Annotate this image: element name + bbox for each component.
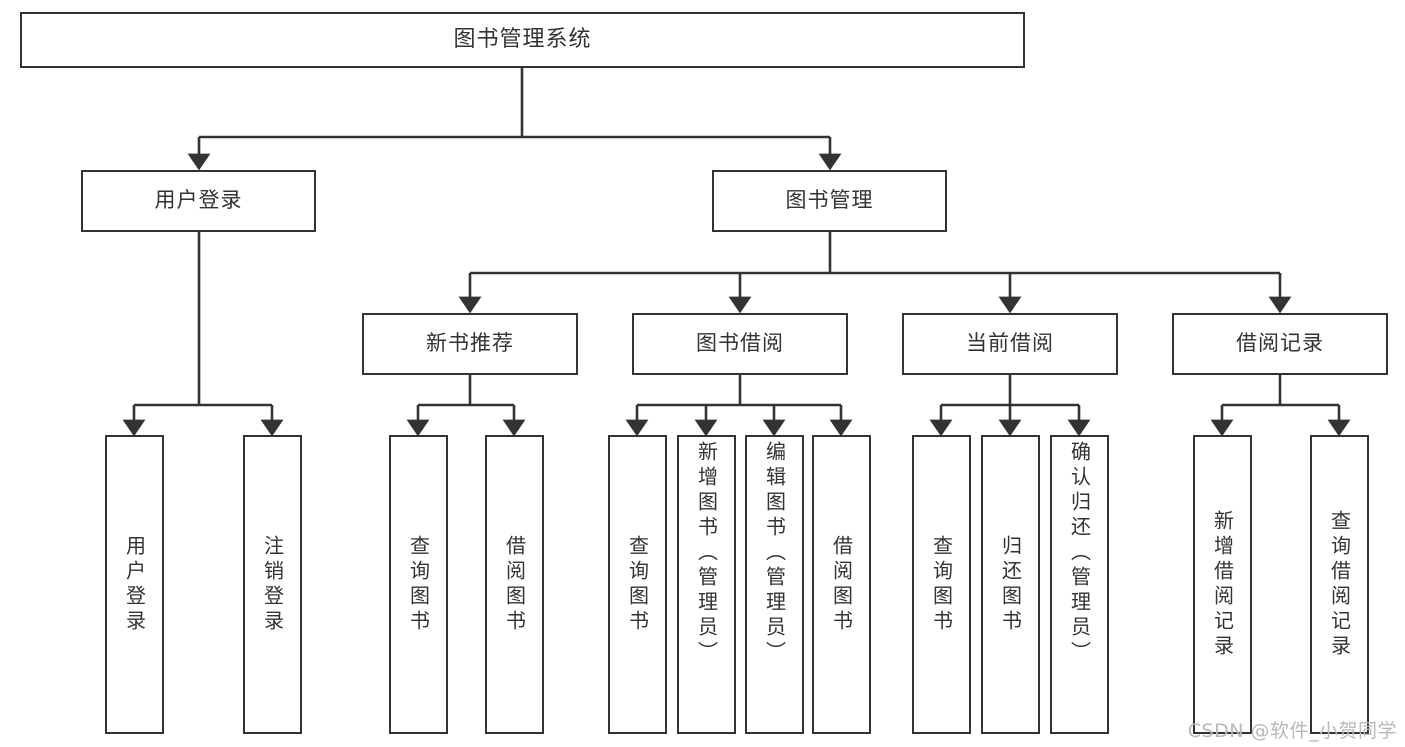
node-leaf-add-borrow-record[interactable]: 新增借阅记录 (1193, 435, 1252, 734)
node-leaf-borrow-book-newbook[interactable]: 借阅图书 (485, 435, 544, 734)
node-label: 用户登录 (122, 534, 147, 635)
node-leaf-logout[interactable]: 注销登录 (243, 435, 302, 734)
node-book-borrowing[interactable]: 图书借阅 (632, 313, 848, 375)
node-label: 查询图书 (929, 534, 954, 635)
node-label: 新增图书（管理员） (694, 441, 719, 666)
node-user-login[interactable]: 用户登录 (81, 170, 316, 232)
node-leaf-edit-book-admin[interactable]: 编辑图书（管理员） (745, 435, 804, 734)
node-leaf-confirm-return-admin[interactable]: 确认归还（管理员） (1050, 435, 1109, 734)
node-leaf-query-borrow-record[interactable]: 查询借阅记录 (1310, 435, 1369, 734)
csdn-watermark: CSDN @软件_小贺同学 (1187, 720, 1397, 742)
node-label: 图书管理 (785, 188, 874, 213)
node-label: 查询图书 (406, 534, 431, 635)
node-leaf-user-login[interactable]: 用户登录 (105, 435, 164, 734)
node-label: 图书借阅 (696, 331, 784, 356)
node-leaf-return-book[interactable]: 归还图书 (981, 435, 1040, 734)
node-book-management[interactable]: 图书管理 (712, 170, 947, 232)
node-label: 查询借阅记录 (1327, 509, 1352, 660)
node-borrowing-records[interactable]: 借阅记录 (1172, 313, 1388, 375)
node-label: 查询图书 (625, 534, 650, 635)
node-label: 借阅记录 (1236, 331, 1324, 356)
node-leaf-query-book-current[interactable]: 查询图书 (912, 435, 971, 734)
node-label: 用户登录 (154, 188, 243, 213)
node-leaf-borrow-book[interactable]: 借阅图书 (812, 435, 871, 734)
node-label: 新增借阅记录 (1210, 509, 1235, 660)
node-label: 图书管理系统 (453, 26, 592, 52)
node-root-library-system[interactable]: 图书管理系统 (20, 12, 1025, 68)
node-label: 归还图书 (998, 534, 1023, 635)
node-current-borrowing[interactable]: 当前借阅 (902, 313, 1118, 375)
node-label: 注销登录 (260, 534, 285, 635)
node-label: 确认归还（管理员） (1067, 441, 1092, 666)
node-leaf-add-book-admin[interactable]: 新增图书（管理员） (677, 435, 736, 734)
node-label: 借阅图书 (829, 534, 854, 635)
node-leaf-query-book-newbook[interactable]: 查询图书 (389, 435, 448, 734)
node-label: 新书推荐 (426, 331, 514, 356)
node-label: 借阅图书 (502, 534, 527, 635)
node-new-book-recommendation[interactable]: 新书推荐 (362, 313, 578, 375)
node-label: 当前借阅 (966, 331, 1054, 356)
node-leaf-query-book[interactable]: 查询图书 (608, 435, 667, 734)
node-label: 编辑图书（管理员） (762, 441, 787, 666)
